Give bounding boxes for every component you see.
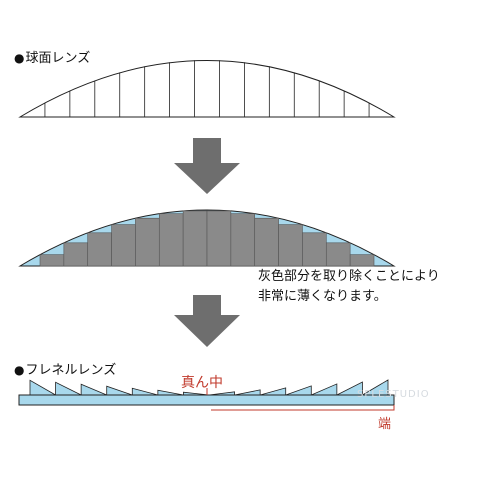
- fresnel-tooth: [311, 383, 338, 396]
- fresnel-tooth: [157, 389, 184, 396]
- lens-with-gray-blocks-figure: [18, 209, 396, 267]
- fresnel-tooth: [106, 385, 133, 396]
- gray-block: [349, 254, 375, 267]
- caption-line-1: 灰色部分を取り除くことにより: [258, 269, 440, 284]
- gray-block: [325, 242, 351, 267]
- fresnel-tooth: [234, 389, 261, 396]
- caption-line-2: 非常に薄くなります。: [258, 289, 387, 304]
- center-annotation: 真ん中: [181, 375, 223, 391]
- fresnel-tooth: [80, 383, 107, 396]
- fresnel-tooth: [55, 381, 82, 396]
- down-arrow-1: [174, 138, 240, 194]
- gray-block: [254, 217, 279, 267]
- spherical-lens-label: 球面レンズ: [25, 51, 91, 66]
- gray-block: [87, 232, 112, 267]
- edge-bracket: [211, 405, 395, 411]
- fresnel-tooth: [29, 379, 58, 396]
- gray-block: [230, 213, 256, 267]
- fresnel-tooth: [260, 387, 287, 396]
- spherical-lens-figure: [18, 60, 396, 118]
- gray-block: [206, 210, 232, 267]
- edge-annotation: 端: [378, 417, 392, 432]
- gray-block: [182, 210, 208, 267]
- gray-block: [158, 213, 184, 267]
- bullet-icon: ●: [14, 363, 25, 377]
- gray-block: [278, 224, 303, 267]
- gray-block: [39, 254, 65, 267]
- fresnel-lens-title: ●フレネルレンズ: [14, 359, 116, 378]
- gray-block: [63, 242, 89, 267]
- down-arrow-2: [174, 295, 240, 347]
- fresnel-tooth: [285, 385, 312, 396]
- gray-block: [302, 232, 327, 267]
- gray-block: [111, 224, 136, 267]
- fresnel-lens-label: フレネルレンズ: [25, 363, 117, 378]
- gray-block: [135, 217, 160, 267]
- bullet-icon: ●: [14, 51, 25, 65]
- fresnel-lens-figure: [18, 379, 395, 406]
- explanation-caption: 灰色部分を取り除くことにより 非常に薄くなります。: [258, 267, 440, 307]
- spherical-lens-title: ●球面レンズ: [14, 47, 90, 66]
- watermark: SPLESTUDIO: [357, 389, 430, 400]
- fresnel-tooth: [131, 387, 158, 396]
